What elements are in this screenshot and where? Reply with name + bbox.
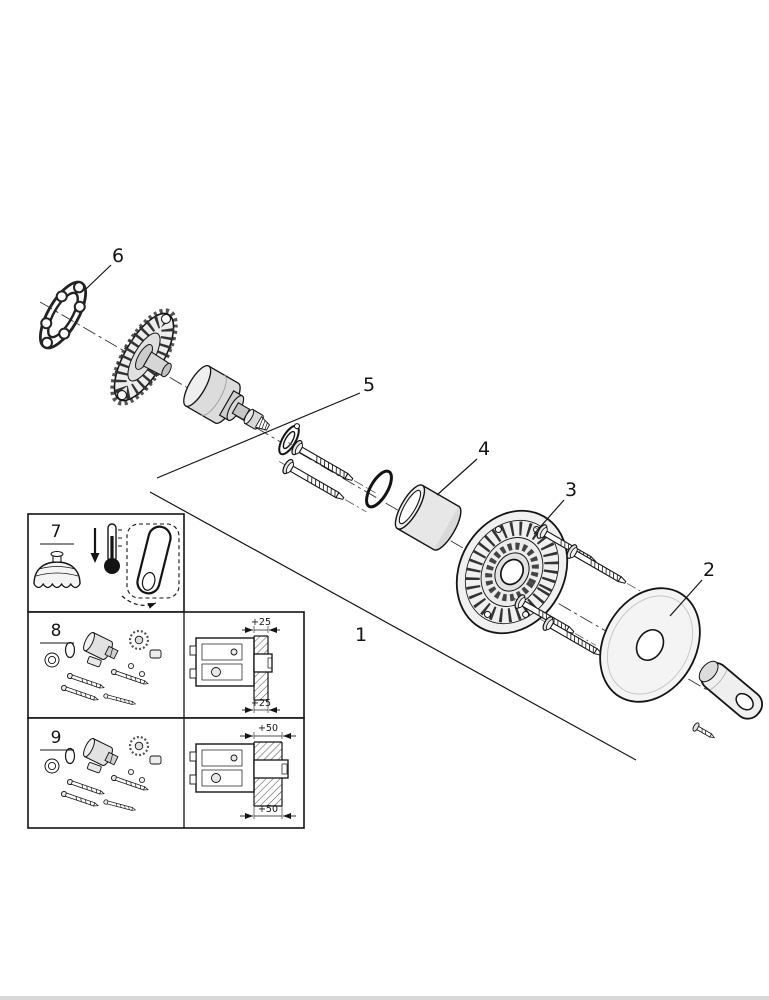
thermometer-icon — [104, 523, 122, 574]
callout-3-leader — [533, 499, 565, 535]
callout-4-leader — [436, 458, 478, 496]
rotation-arrow — [121, 595, 157, 609]
fixing-screw-2 — [559, 539, 653, 603]
part-label-5: 5 — [363, 374, 375, 396]
part-label-3: 3 — [565, 479, 577, 501]
callout-1-leader — [149, 491, 637, 761]
washer-drawing — [278, 423, 301, 456]
lever-handle-icon — [136, 525, 172, 595]
inset-label-9: 9 — [51, 728, 62, 748]
extension-sleeve-drawing — [394, 484, 462, 551]
gasket-drawing — [38, 280, 88, 350]
o-ring-drawing — [365, 469, 393, 509]
inset-box-9: 9 — [27, 717, 305, 829]
inset-label-8: 8 — [51, 621, 62, 641]
callout-5-leader — [156, 392, 361, 479]
page-bottom-edge — [0, 996, 769, 1000]
dim-label-25-top: +25 — [251, 617, 271, 628]
dim-label-25-bottom: +25 — [251, 698, 271, 709]
inset-label-7: 7 — [51, 522, 62, 542]
cartridge-nut-drawing — [243, 408, 271, 431]
part-label-4: 4 — [478, 438, 490, 460]
inset-box-8: 8 — [27, 611, 305, 719]
cover-plate-drawing — [599, 587, 701, 703]
dim-label-50-bottom: +50 — [258, 804, 278, 815]
callout-6-leader — [85, 264, 112, 290]
lever-handle-drawing — [698, 660, 764, 720]
part-label-6: 6 — [112, 245, 124, 267]
part-label-1: 1 — [355, 624, 367, 646]
install-depth-drawing-50: +50 +50 — [189, 723, 296, 819]
dim-label-50-top: +50 — [258, 723, 278, 734]
packing-ring-drawing — [33, 551, 81, 589]
dashed-handle-outline — [126, 523, 180, 599]
part-label-2: 2 — [703, 559, 715, 581]
cartridge-drawing — [183, 365, 251, 424]
mounting-flange-drawing — [110, 308, 178, 406]
install-depth-drawing-25: +25 +25 — [189, 617, 280, 713]
inset-box-7: 7 — [27, 513, 185, 613]
escutcheon-plate-drawing — [455, 509, 569, 635]
handle-screw-drawing — [692, 722, 716, 738]
down-arrow-icon — [90, 528, 100, 563]
callout-2-leader — [669, 579, 703, 617]
